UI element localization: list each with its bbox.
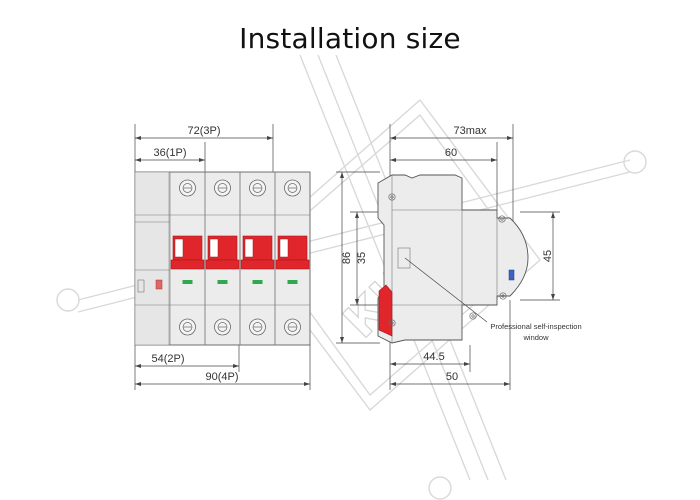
dim-label-45: 45 — [542, 250, 554, 262]
dim-label-86: 86 — [341, 252, 353, 264]
dim-label-50: 50 — [446, 371, 458, 383]
side-handle — [378, 284, 393, 337]
dim-label-54-2p: 54(2P) — [151, 353, 184, 365]
callout-line-2: window — [522, 333, 549, 342]
side-view: 73max 60 86 35 45 44.5 — [336, 124, 582, 390]
indicator-1 — [182, 280, 193, 284]
indicator-2 — [217, 280, 228, 284]
dim-label-36-1p: 36(1P) — [153, 147, 186, 159]
watermark-circle-left — [56, 288, 80, 312]
dim-label-35: 35 — [356, 252, 368, 264]
watermark-circle-right — [623, 150, 647, 174]
dim-label-73max: 73max — [453, 125, 487, 137]
dim-label-90-4p: 90(4P) — [205, 371, 238, 383]
side-body — [377, 174, 529, 344]
dim-label-60: 60 — [445, 147, 457, 159]
page-title: Installation size — [239, 22, 461, 55]
indicator-4 — [287, 280, 298, 284]
indicator-3 — [252, 280, 263, 284]
dim-label-44-5: 44.5 — [423, 351, 444, 363]
watermark-circle-bottom — [428, 476, 452, 500]
dim-label-72-3p: 72(3P) — [187, 125, 220, 137]
pole-4 — [274, 171, 311, 346]
front-view: 72(3P) 36(1P) 54(2P) 90(4P) — [134, 124, 311, 390]
callout-line-1: Professional self-inspection — [490, 322, 581, 331]
callout-leader — [404, 257, 488, 323]
